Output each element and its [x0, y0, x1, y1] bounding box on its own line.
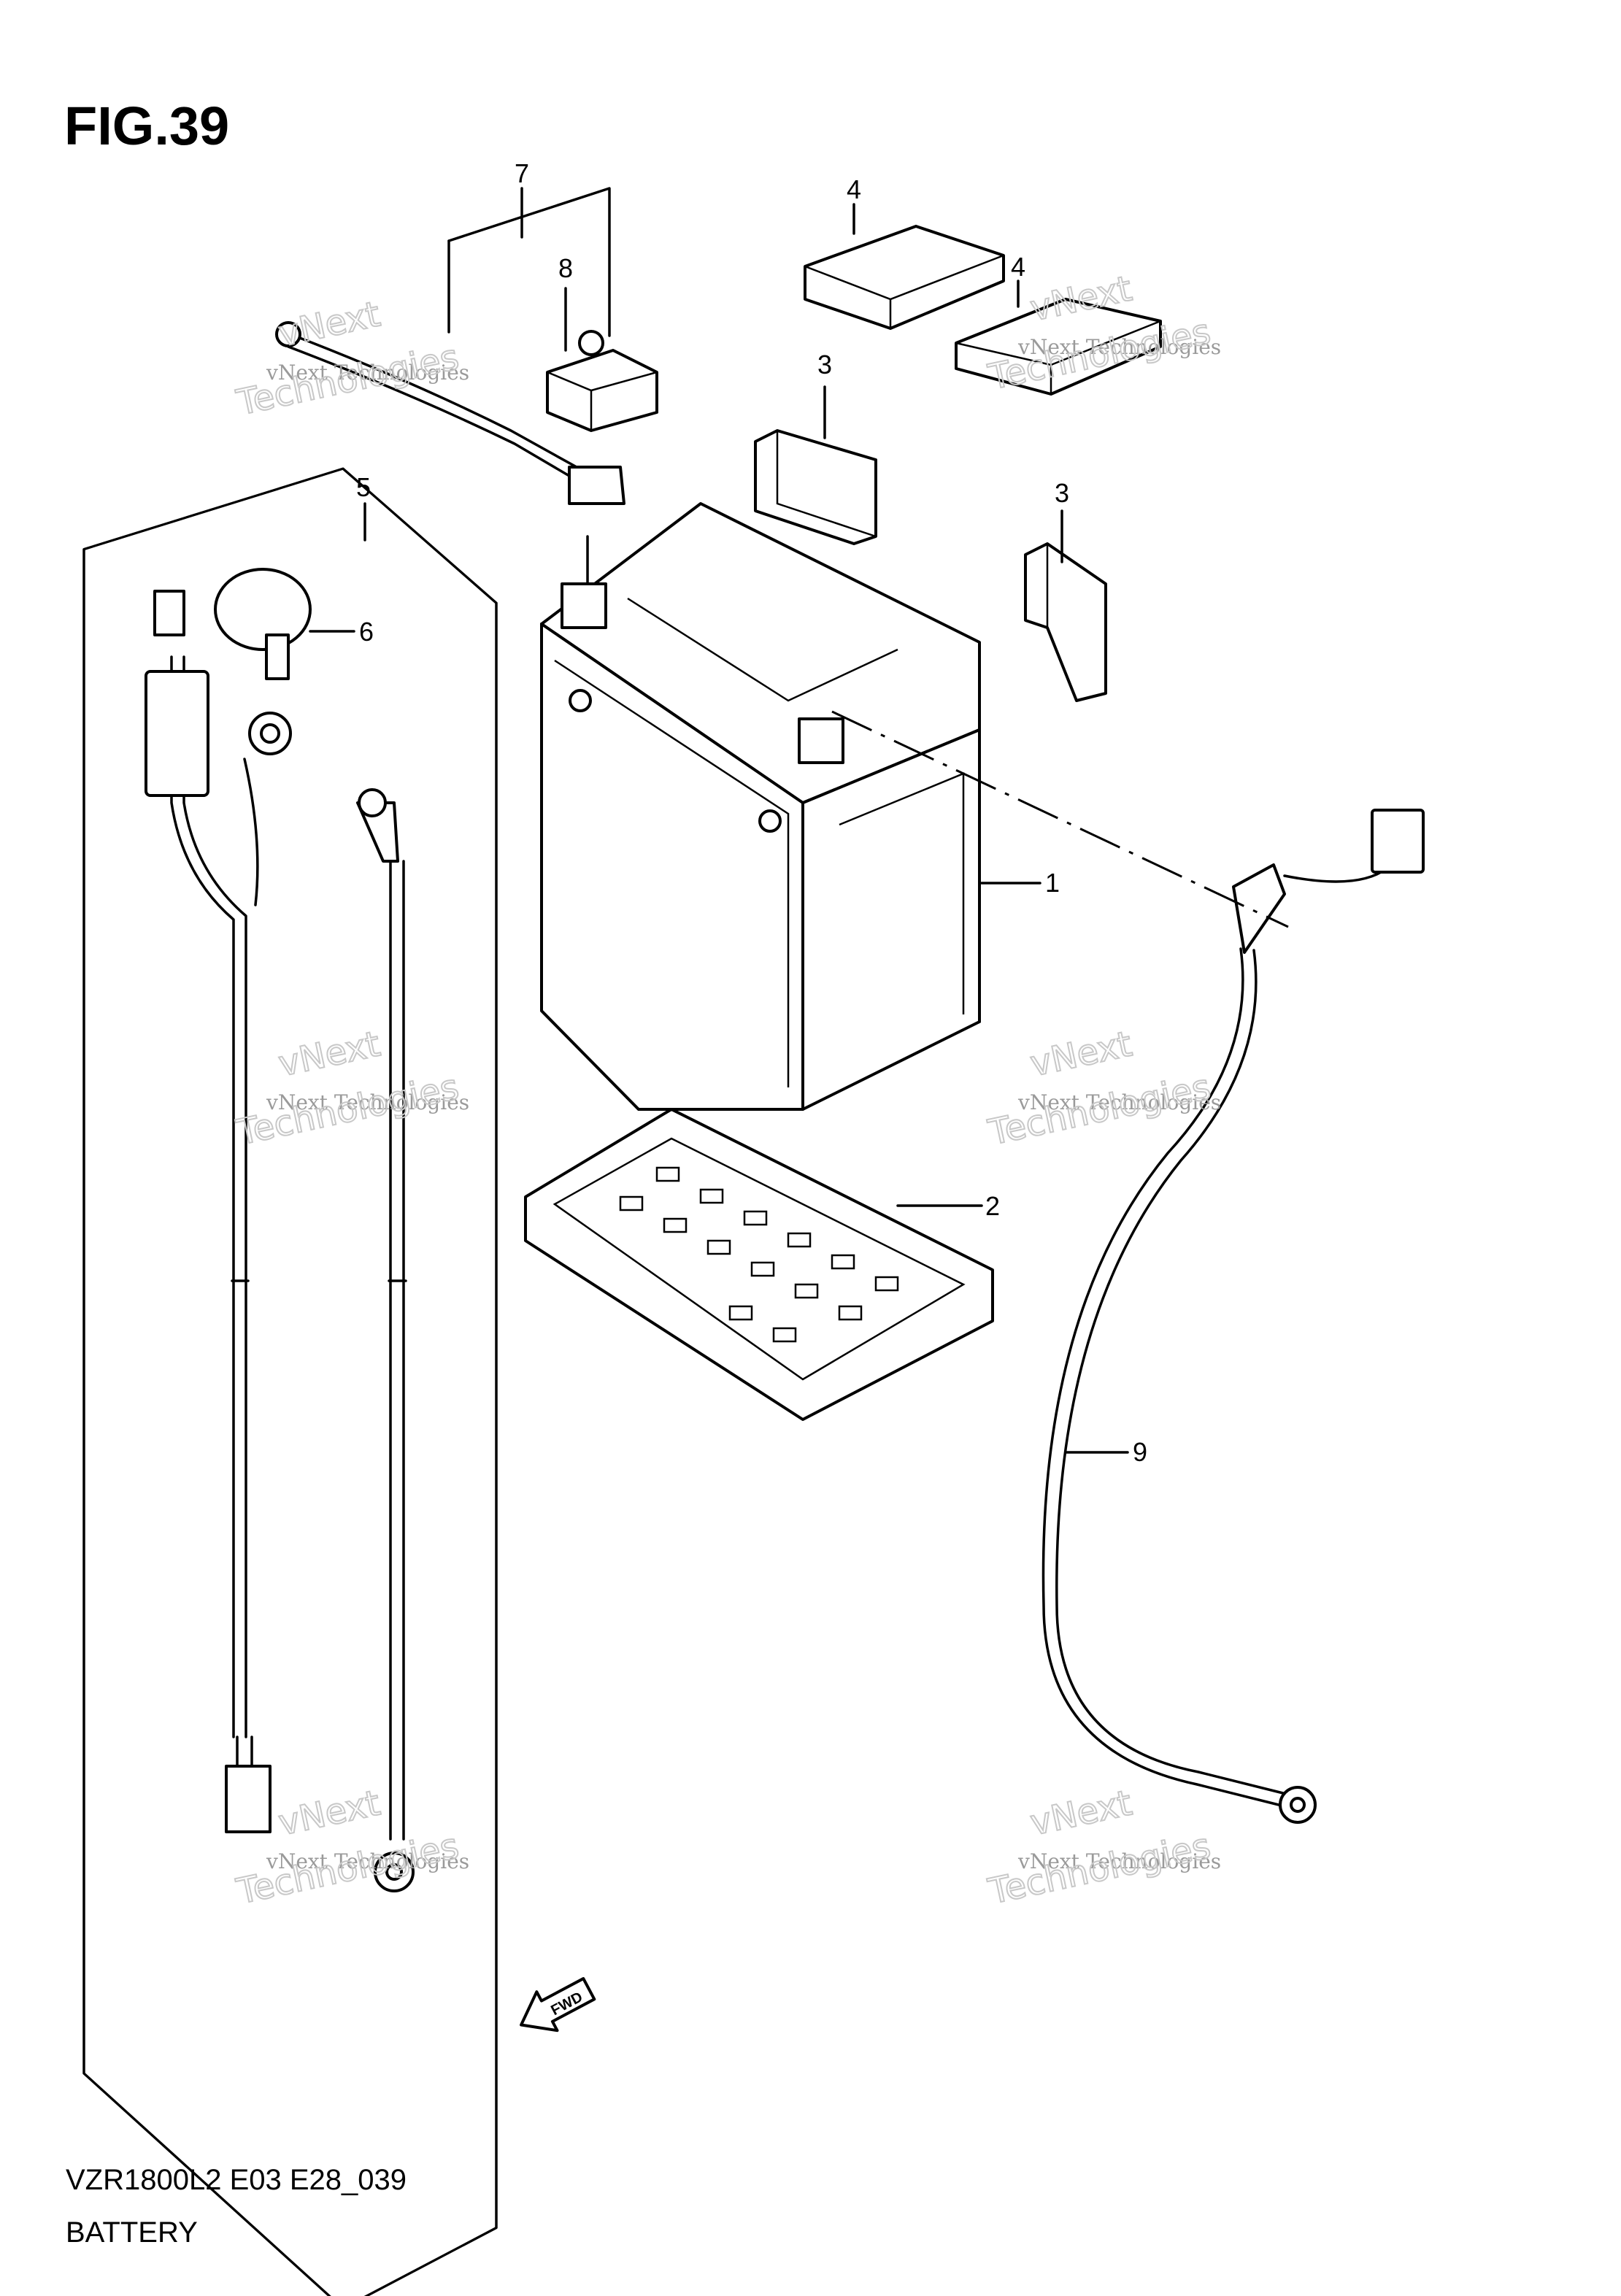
part-3-bracket-b	[1024, 542, 1107, 702]
part-8-cap	[546, 330, 658, 432]
svg-text:vNext Technologies: vNext Technologies	[1017, 1849, 1221, 1873]
callout-6: 6	[359, 617, 374, 647]
svg-text:vNext Technologies: vNext Technologies	[266, 1090, 469, 1114]
figure-caption: BATTERY	[66, 2216, 198, 2249]
callout-3b: 3	[1055, 478, 1069, 508]
callout-labels: 1 2 3 3 4 4 5 6 7 8 9	[356, 158, 1147, 1467]
watermark-6: vNext vNext Technologies Technologies	[984, 1781, 1221, 1913]
part-2-battery-tray	[524, 1108, 994, 1421]
callout-3a: 3	[817, 350, 832, 380]
svg-text:vNext: vNext	[275, 1782, 384, 1844]
part-1-battery	[540, 502, 981, 1111]
part-4-pad-b	[955, 298, 1162, 396]
callout-4b: 4	[1011, 252, 1025, 282]
watermark-3: vNext vNext Technologies Technologies	[232, 1022, 469, 1154]
part-9-battery-cable	[1041, 809, 1425, 1824]
figure-title: FIG.39	[64, 96, 229, 156]
callout-9: 9	[1133, 1437, 1147, 1467]
svg-text:vNext Technologies: vNext Technologies	[1017, 335, 1221, 359]
part-6-terminal-cap	[214, 568, 312, 680]
fwd-arrow: FWD	[520, 1977, 596, 2033]
svg-text:vNext: vNext	[1027, 1782, 1136, 1844]
svg-text:vNext Technologies: vNext Technologies	[1017, 1090, 1221, 1114]
callout-7: 7	[515, 158, 529, 188]
svg-text:vNext Technologies: vNext Technologies	[266, 361, 469, 385]
svg-text:vNext: vNext	[1027, 1023, 1136, 1085]
part-4-pad-a	[804, 225, 1005, 330]
svg-text:Technologies: Technologies	[233, 1066, 462, 1153]
model-code: VZR1800L2 E03 E28_039	[66, 2164, 407, 2196]
svg-text:Technologies: Technologies	[233, 336, 462, 423]
callout-4a: 4	[847, 174, 861, 204]
callout-5: 5	[356, 472, 371, 502]
svg-text:vNext: vNext	[275, 1023, 384, 1085]
svg-text:vNext Technologies: vNext Technologies	[266, 1849, 469, 1873]
callout-2: 2	[985, 1191, 1000, 1221]
part-7-battery-lead	[275, 321, 625, 505]
svg-text:Technologies: Technologies	[233, 1825, 462, 1912]
part-5-harness-kit	[82, 467, 498, 2296]
connection-centerline	[831, 710, 1289, 928]
callout-1: 1	[1045, 868, 1060, 898]
watermark-1: vNext vNext Technologies Technologies	[232, 293, 469, 424]
svg-text:Technologies: Technologies	[985, 1825, 1214, 1912]
part-3-bracket-a	[754, 429, 877, 545]
leader-lines	[309, 187, 1129, 1454]
svg-text:vNext: vNext	[275, 293, 384, 355]
callout-8: 8	[558, 253, 573, 283]
